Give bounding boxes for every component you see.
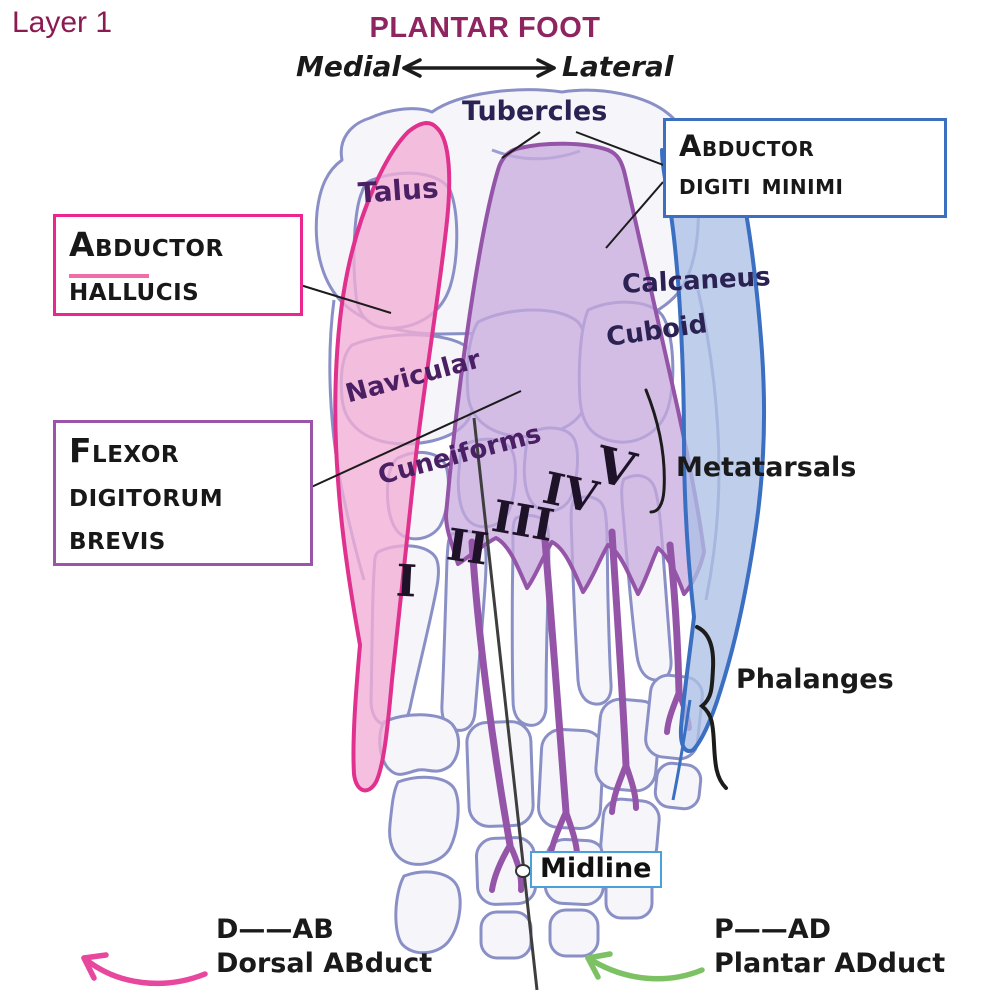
metatarsals-indicator [644,388,666,514]
medial-lateral-arrow [402,58,556,78]
legend-arrows [81,951,705,987]
abductor-digiti-minimi-line2: digiti minimi [679,167,844,202]
metatarsal-numeral-1: I [394,555,418,608]
abductor-hallucis-pointer [296,283,392,314]
phalanges-label: Phalanges [736,664,894,695]
medial-label: Medial [296,50,401,83]
abductor-digiti-minimi-line1: Abductor [679,129,815,163]
plantar-adduct-code: P——AD [714,914,832,945]
talus-label: Talus [356,171,440,210]
metatarsals-label: Metatarsals [676,452,857,483]
flexor-digitorum-brevis-line3: brevis [69,518,166,558]
layer-title: Layer 1 [12,6,113,39]
dorsal-abduct-code: D——AB [216,914,334,945]
plantar-adduct-label: Plantar ADduct [714,948,946,979]
flexor-digitorum-brevis-line2: digitorum [69,474,224,514]
plantar-adduct-arrow [585,951,705,982]
abductor-hallucis-box: Abductor hallucis [53,214,303,316]
midline-label: Midline [530,851,662,888]
dorsal-abduct-label: Dorsal ABduct [216,948,433,979]
lateral-label: Lateral [562,50,674,83]
abductor-hallucis-line1: Abductor [69,225,224,264]
dorsal-abduct-arrow [81,952,208,987]
phalanges-brace [695,625,728,790]
tubercles-pointer-left [501,131,541,159]
abductor-digiti-minimi-pointer [605,181,664,249]
flexor-digitorum-brevis-pointer [306,390,522,490]
abductor-hallucis-shape [333,121,452,793]
annotation-lines [296,58,728,991]
metatarsal-numeral-4: IV [538,462,603,525]
flexor-digitorum-brevis-box: Flexor digitorum brevis [53,420,313,566]
midline-line [472,417,539,991]
tubercles-pointer-right [575,131,667,167]
tubercles-label: Tubercles [462,96,608,127]
abductor-digiti-minimi-box: Abductor digiti minimi [663,118,947,218]
page-title: PLANTAR FOOT [369,12,601,44]
ab-underline [69,274,149,278]
metatarsal-numeral-2: II [443,519,492,576]
flexor-digitorum-brevis-line1: Flexor [69,431,180,470]
